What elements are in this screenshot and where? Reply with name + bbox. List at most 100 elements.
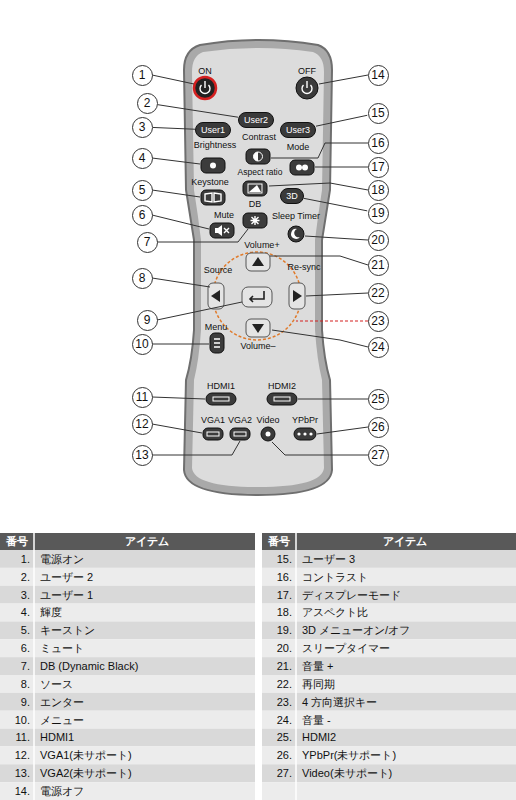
table-item-cell: 音量 +: [302, 660, 333, 672]
callout-text: 17: [371, 160, 384, 174]
callout-text: 2: [144, 96, 151, 110]
table-number-cell: 9.: [21, 696, 30, 708]
callout-text: 18: [371, 183, 384, 197]
sleep-timer-button: [288, 226, 304, 242]
table-row: [262, 568, 516, 586]
table-item-cell: ソース: [40, 678, 73, 690]
table-row: [0, 729, 255, 747]
table-item-cell: 音量 -: [302, 714, 331, 726]
table-row: [0, 550, 255, 568]
callout-text: 7: [144, 235, 151, 249]
table-column-rule: [33, 533, 35, 800]
callout-text: 25: [371, 392, 384, 406]
table-number-cell: 23.: [277, 696, 292, 708]
callout-number: 20: [368, 230, 389, 251]
table-number-cell: 14.: [15, 785, 30, 797]
callout-text: 23: [371, 314, 384, 328]
callout-number: 17: [368, 157, 389, 178]
table-number-cell: 21.: [277, 660, 292, 672]
callout-number: 13: [132, 445, 153, 466]
table-number-cell: 1.: [21, 553, 30, 565]
callout-text: 20: [371, 233, 384, 247]
table-header: [262, 533, 516, 550]
button-label: Sleep Timer: [272, 212, 320, 222]
table-header: [0, 533, 255, 550]
brightness-button: [201, 158, 225, 173]
callout-number: 26: [368, 417, 389, 438]
table-item-cell: 電源オン: [40, 553, 84, 565]
table-row: [262, 675, 516, 693]
callout-number: 21: [368, 255, 389, 276]
table-row: [0, 568, 255, 586]
table-item-cell: エンター: [40, 696, 84, 708]
callout-text: 21: [371, 258, 384, 272]
table-item-cell: ミュート: [40, 642, 84, 654]
callout-text: 16: [371, 136, 384, 150]
contrast-button: [246, 149, 270, 164]
callout-number: 2: [137, 93, 158, 114]
table-item-cell: YPbPr(未サポート): [302, 749, 396, 761]
callout-text: 8: [139, 271, 146, 285]
table-number-cell: 12.: [15, 749, 30, 761]
table-number-cell: 26.: [277, 749, 292, 761]
callout-number: 7: [137, 232, 158, 253]
button-text: User3: [286, 125, 310, 135]
table-row: [0, 657, 255, 675]
table-row: [0, 764, 255, 782]
table-number-cell: 2.: [21, 571, 30, 583]
table-number-cell: 19.: [277, 624, 292, 636]
callout-number: 10: [132, 334, 153, 355]
callout-number: 16: [368, 133, 389, 154]
table-row: [262, 586, 516, 604]
table-row: [262, 764, 516, 782]
callout-text: 4: [139, 151, 146, 165]
button-text: 3D: [286, 191, 298, 201]
table-row: [0, 693, 255, 711]
table-number-cell: 16.: [277, 571, 292, 583]
table-number-cell: 24.: [277, 714, 292, 726]
button-label: Aspect ratio: [238, 168, 283, 177]
callout-text: 22: [371, 286, 384, 300]
text-button: User1: [195, 122, 231, 138]
leader-line: [316, 115, 367, 126]
table-row: [262, 693, 516, 711]
callout-text: 24: [371, 340, 384, 354]
button-label: Volume+: [244, 241, 279, 251]
table-header-cell: アイテム: [383, 535, 427, 547]
table-number-cell: 13.: [15, 767, 30, 779]
callout-number: 18: [368, 180, 389, 201]
button-label: Mode: [287, 143, 310, 153]
leader-lines: [152, 75, 368, 455]
callout-number: 24: [368, 337, 389, 358]
callout-text: 27: [371, 448, 384, 462]
table-number-cell: 3.: [21, 589, 30, 601]
table-header-cell: 番号: [6, 535, 28, 547]
button-label: VGA1: [201, 416, 225, 426]
table-item-cell: 電源オフ: [40, 785, 84, 797]
menu-button: [210, 333, 224, 353]
table-row: [262, 746, 516, 764]
table-number-cell: 22.: [277, 678, 292, 690]
leader-line: [304, 198, 367, 211]
table-item-cell: キーストン: [40, 624, 95, 636]
keystone-button: [201, 190, 225, 205]
callout-number: 4: [132, 148, 153, 169]
table-row: [262, 782, 516, 800]
button-text: User1: [201, 125, 225, 135]
callout-number: 11: [132, 387, 153, 408]
table-number-cell: 7.: [21, 660, 30, 672]
callout-number: 5: [132, 180, 153, 201]
table-number-cell: 25.: [277, 731, 292, 743]
callout-text: 26: [371, 420, 384, 434]
table-item-cell: ユーザー 3: [302, 553, 355, 565]
remote-body: [184, 40, 332, 495]
button-label: ON: [198, 67, 212, 77]
table-number-cell: 18.: [277, 606, 292, 618]
button-label: DB: [249, 200, 262, 210]
callout-number: 25: [368, 389, 389, 410]
table-row: [262, 639, 516, 657]
table-number-cell: 10.: [15, 714, 30, 726]
callout-text: 1: [139, 68, 146, 82]
text-button: User2: [238, 112, 274, 128]
